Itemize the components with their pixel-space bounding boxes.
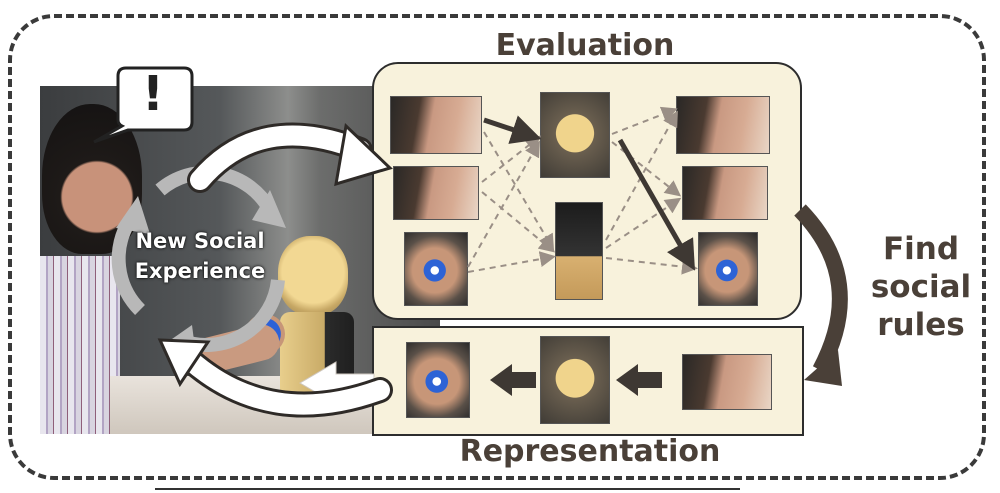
eval-face-thumb-2 xyxy=(393,166,479,220)
alert-mark: ! xyxy=(142,66,164,122)
representation-title: Representation xyxy=(459,434,721,469)
side-label-line-2: social xyxy=(870,269,972,305)
cycle-label-line-1: New Social xyxy=(135,229,265,253)
rep-face-thumb xyxy=(682,354,772,410)
cycle-label-line-2: Experience xyxy=(134,259,266,283)
rep-robot-thumb xyxy=(540,336,610,424)
side-label-line-1: Find xyxy=(882,231,960,267)
eval-hand-thumb-2 xyxy=(698,232,758,306)
eval-robot-back-thumb xyxy=(555,202,603,300)
evaluation-title: Evaluation xyxy=(495,28,675,63)
find-social-rules-label: Find social rules xyxy=(866,230,976,344)
speech-bubble xyxy=(93,66,194,144)
cycle-label: New Social Experience xyxy=(110,226,290,286)
eval-hand-thumb xyxy=(404,232,468,306)
person-shirt xyxy=(40,256,120,434)
eval-face-thumb-3 xyxy=(676,96,770,154)
big-curved-arrows xyxy=(157,122,393,418)
evaluation-connections xyxy=(467,106,698,275)
find-rules-arrow xyxy=(794,204,848,386)
outer-dashed-frame xyxy=(8,14,986,480)
side-label-line-3: rules xyxy=(877,307,965,343)
eval-face-thumb-4 xyxy=(682,166,768,220)
rep-hand-thumb xyxy=(406,342,470,418)
representation-arrows xyxy=(490,364,662,396)
robot-head xyxy=(278,236,348,316)
eval-face-thumb-1 xyxy=(390,96,482,154)
bottom-rule xyxy=(155,488,740,490)
